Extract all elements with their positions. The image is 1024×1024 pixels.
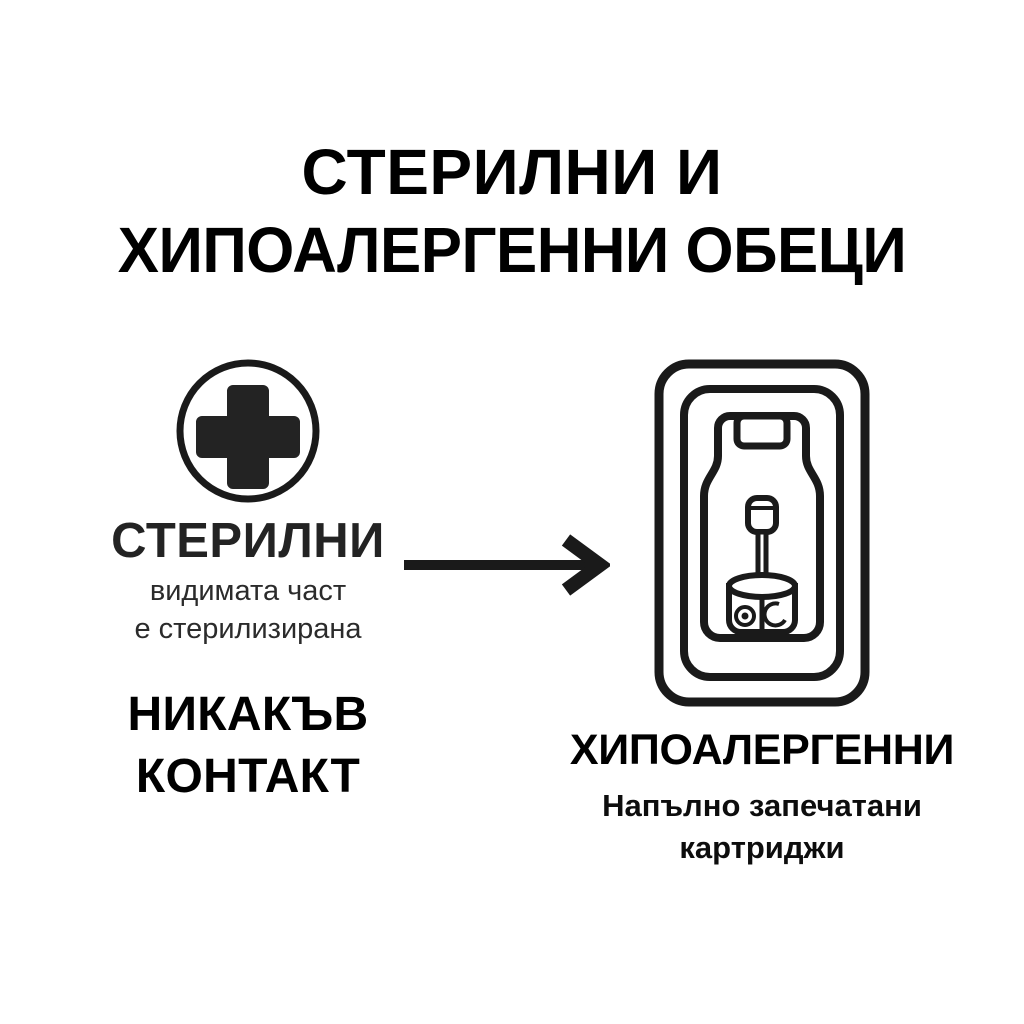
- sterile-label: СТЕРИЛНИ: [111, 514, 385, 568]
- no-contact-headline-line-2: КОНТАКТ: [135, 750, 361, 804]
- title-line-2: ХИПОАЛЕРГЕННИ ОБЕЦИ: [117, 214, 907, 286]
- sterile-sublabel: видимата част е стерилизирана: [48, 573, 448, 647]
- right-arrow-icon: [398, 533, 610, 597]
- right-feature-panel: ХИПОАЛЕРГЕННИ Напълно запечатани картрид…: [512, 358, 1012, 869]
- hypoallergenic-subline-line-1: Напълно запечатани: [602, 788, 922, 824]
- hypoallergenic-headline: ХИПОАЛЕРГЕННИ: [569, 726, 955, 774]
- hypoallergenic-subline: Напълно запечатани картриджи: [512, 785, 1012, 869]
- hypoallergenic-subline-line-2: картриджи: [679, 829, 845, 865]
- left-feature-panel: СТЕРИЛНИ видимата част е стерилизирана Н…: [48, 358, 448, 808]
- sterile-sublabel-line-1: видимата част: [149, 575, 347, 608]
- no-contact-headline: НИКАКЪВ КОНТАКТ: [48, 684, 448, 809]
- sterile-sublabel-line-2: е стерилизирана: [134, 612, 362, 645]
- poster-title: СТЕРИЛНИ И ХИПОАЛЕРГЕННИ ОБЕЦИ: [0, 140, 1024, 282]
- circle-cross-icon: [175, 358, 321, 504]
- no-contact-headline-line-1: НИКАКЪВ: [127, 687, 369, 741]
- title-line-1: СТЕРИЛНИ И: [301, 136, 723, 208]
- sealed-cartridge-package-icon: [653, 358, 871, 708]
